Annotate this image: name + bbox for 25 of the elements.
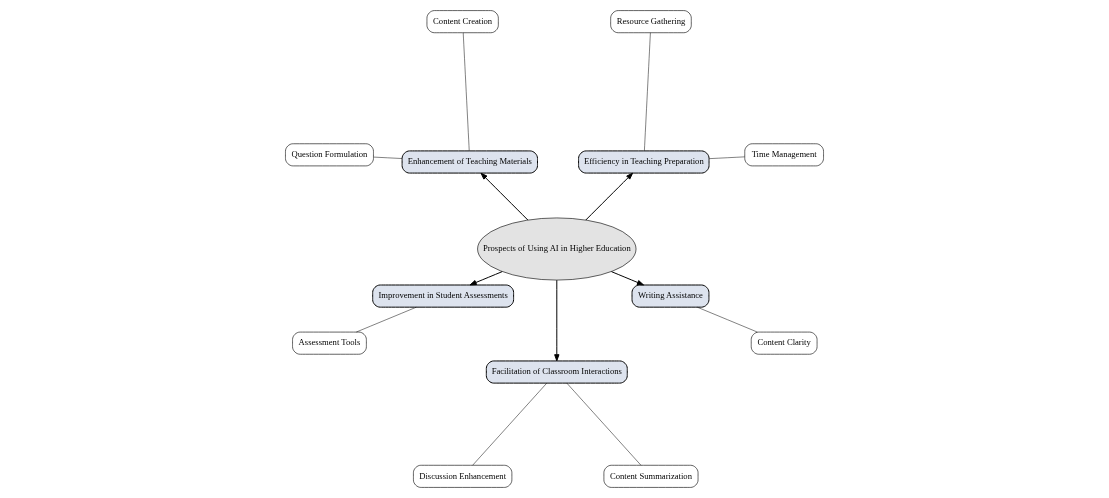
node-box: Assessment Tools xyxy=(292,331,367,355)
connector xyxy=(472,382,547,466)
connector xyxy=(644,32,651,151)
node-box: Content Clarity xyxy=(750,331,818,355)
node-box: Resource Gathering xyxy=(610,10,692,34)
connector xyxy=(373,156,403,159)
node-box: Time Management xyxy=(744,143,824,167)
node-box: Discussion Enhancement xyxy=(413,464,513,488)
connector xyxy=(355,307,417,333)
node-box: Question Formulation xyxy=(285,143,374,167)
arrow xyxy=(469,271,503,286)
node-box: Enhancement of Teaching Materials xyxy=(401,150,538,174)
node-box: Content Summarization xyxy=(603,464,699,488)
connector xyxy=(566,382,642,466)
node-box: Efficiency in Teaching Preparation xyxy=(578,150,710,174)
node-box: Content Creation xyxy=(426,10,499,34)
arrow xyxy=(554,279,560,362)
connector xyxy=(697,307,758,333)
arrow xyxy=(480,172,529,221)
node-box: Facilitation of Classroom Interactions xyxy=(485,360,628,384)
node-box: Writing Assistance xyxy=(631,284,710,308)
arrow xyxy=(611,271,645,286)
connector xyxy=(708,156,745,159)
node-box: Improvement in Student Assessments xyxy=(372,284,515,308)
arrow xyxy=(585,172,634,221)
